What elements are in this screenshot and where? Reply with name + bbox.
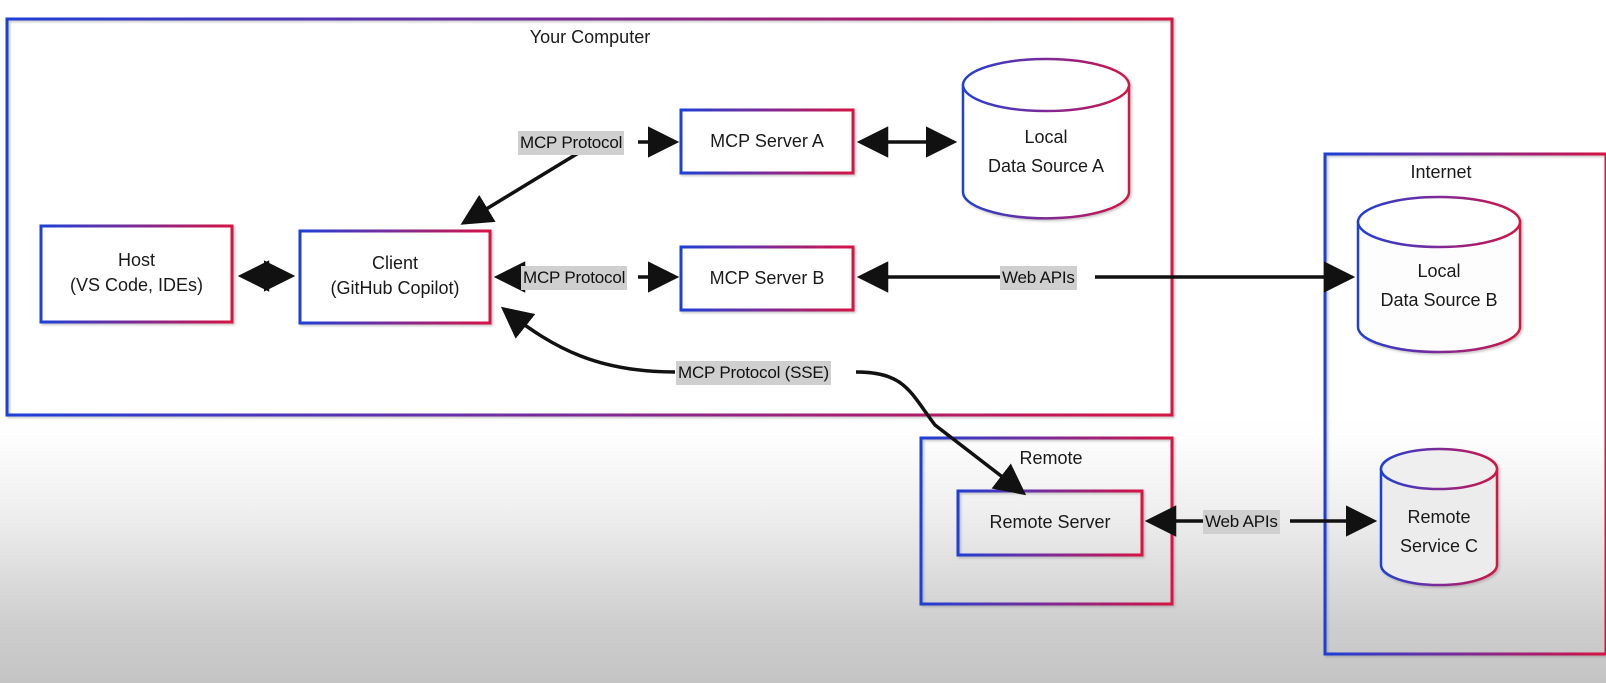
edge-sse-right (855, 370, 1027, 496)
group-your-computer (5, 17, 1174, 417)
edge-label-mcp-protocol-a: MCP Protocol (518, 131, 625, 155)
node-host-box[interactable] (39, 224, 234, 324)
node-mcp-server-a-box[interactable] (679, 108, 855, 175)
node-label-lds-b-line1: Local (1417, 261, 1461, 281)
edge-label-mcp-protocol-sse: MCP Protocol (SSE) (676, 361, 832, 385)
node-label-local-data-source-a: Local Data Source A (963, 123, 1129, 181)
node-label-lds-b-line2: Data Source B (1380, 290, 1498, 310)
node-local-data-source-b-cylinder[interactable] (1356, 195, 1522, 354)
edge-label-mcp-protocol-b: MCP Protocol (521, 266, 628, 290)
node-label-rsc-line2: Service C (1399, 536, 1479, 556)
node-label-remote-service-c: Remote Service C (1359, 503, 1519, 561)
group-label-remote: Remote (1019, 448, 1083, 468)
node-label-rsc-line1: Remote (1407, 507, 1471, 527)
group-label-your-computer: Your Computer (529, 27, 651, 47)
node-label-local-data-source-b: Local Data Source B (1356, 257, 1522, 315)
edge-mcp-protocol-a-diagonal (460, 150, 581, 225)
node-mcp-server-b-box[interactable] (679, 245, 855, 312)
node-local-data-source-a-cylinder[interactable] (961, 57, 1131, 220)
edge-label-web-apis-b: Web APIs (1000, 266, 1077, 290)
node-label-lds-a-line2: Data Source A (987, 156, 1105, 176)
edge-sse-left (500, 306, 676, 374)
group-label-internet: Internet (1410, 162, 1472, 182)
node-remote-server-box[interactable] (956, 489, 1144, 557)
node-client-box[interactable] (298, 229, 492, 325)
node-remote-service-c-cylinder[interactable] (1379, 447, 1499, 587)
group-internet (1323, 152, 1606, 656)
node-label-lds-a-line1: Local (1024, 127, 1068, 147)
edge-label-web-apis-c: Web APIs (1203, 510, 1280, 534)
